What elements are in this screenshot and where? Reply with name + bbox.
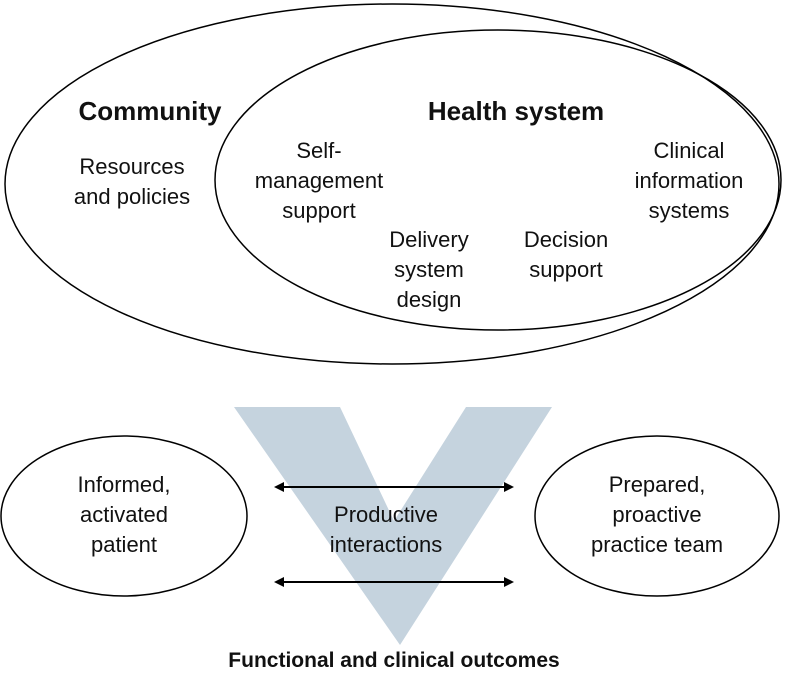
patient-ellipse: [0, 435, 248, 597]
community-title: Community: [78, 96, 222, 126]
team-label: Prepared, proactive practice team: [590, 472, 724, 557]
delivery-system-label: Delivery system design: [389, 227, 469, 312]
productive-interactions-label: Productive interactions: [329, 502, 443, 557]
community-resources-label: Resources and policies: [73, 154, 191, 209]
patient-label: Informed, activated patient: [77, 472, 171, 557]
decision-support-label: Decision support: [523, 227, 609, 282]
self-management-label: Self- management support: [254, 138, 384, 223]
health-system-ellipse: [214, 29, 782, 331]
outcome-flow-chevron: [234, 407, 552, 645]
outcomes-label: Functional and clinical outcomes: [228, 649, 560, 672]
clinical-info-label: Clinical information systems: [634, 138, 744, 223]
community-ellipse: [4, 3, 780, 365]
health-system-title: Health system: [427, 96, 605, 126]
team-ellipse: [534, 435, 780, 597]
